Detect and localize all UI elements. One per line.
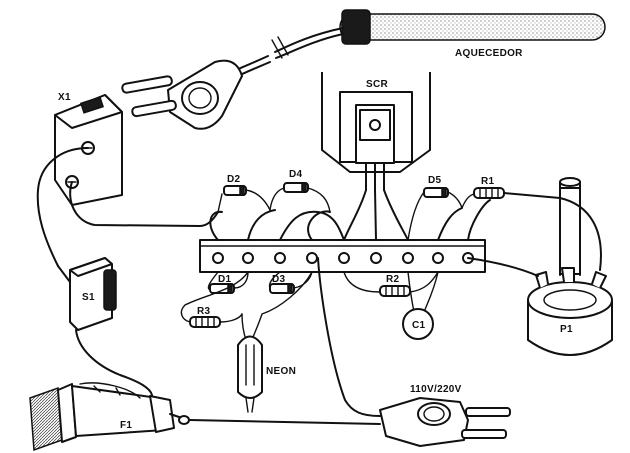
mains-plug: 110V/220V (379, 384, 511, 447)
d4-label: D4 (289, 169, 303, 180)
f1-label: F1 (120, 420, 132, 431)
upper-wires (209, 189, 491, 241)
fuse-to-plug-wire (189, 419, 381, 425)
resistor-r1: R1 (461, 176, 561, 209)
heater: AQUECEDOR (235, 9, 606, 77)
heater-label: AQUECEDOR (455, 48, 523, 59)
heater-plug (121, 59, 243, 130)
scr: SCR (321, 72, 431, 191)
neon-lamp: NEON (237, 271, 313, 413)
fuse-f1: F1 (29, 382, 190, 452)
terminal-lugs (212, 252, 474, 264)
x1-wires (36, 147, 219, 267)
resistor-r2: R2 (343, 271, 439, 297)
mains-label: 110V/220V (410, 384, 462, 395)
neon-label: NEON (266, 366, 296, 377)
pot-wires (467, 197, 602, 277)
r3-label: R3 (197, 306, 211, 317)
strip-to-plug-wire (317, 257, 381, 417)
switch-s1: S1 (57, 257, 153, 396)
diode-d3: D3 (268, 271, 313, 294)
diode-d2: D2 (217, 174, 271, 213)
c1-label: C1 (412, 320, 426, 331)
d2-label: D2 (227, 174, 241, 185)
d5-label: D5 (428, 175, 442, 186)
p1-label: P1 (560, 324, 573, 335)
x1-label: X1 (58, 92, 71, 103)
x1-socket: X1 (54, 92, 123, 206)
d1-label: D1 (218, 274, 232, 285)
capacitor-c1: C1 (402, 271, 439, 340)
d3-label: D3 (272, 274, 286, 285)
terminal-strip (199, 239, 486, 273)
r1-label: R1 (481, 176, 495, 187)
diode-d4: D4 (269, 169, 331, 213)
diode-d1: D1 (207, 271, 249, 294)
scr-label: SCR (366, 79, 388, 90)
diode-d5: D5 (407, 175, 463, 241)
s1-label: S1 (82, 292, 95, 303)
resistor-r3: R3 (180, 271, 249, 328)
r2-label: R2 (386, 274, 400, 285)
